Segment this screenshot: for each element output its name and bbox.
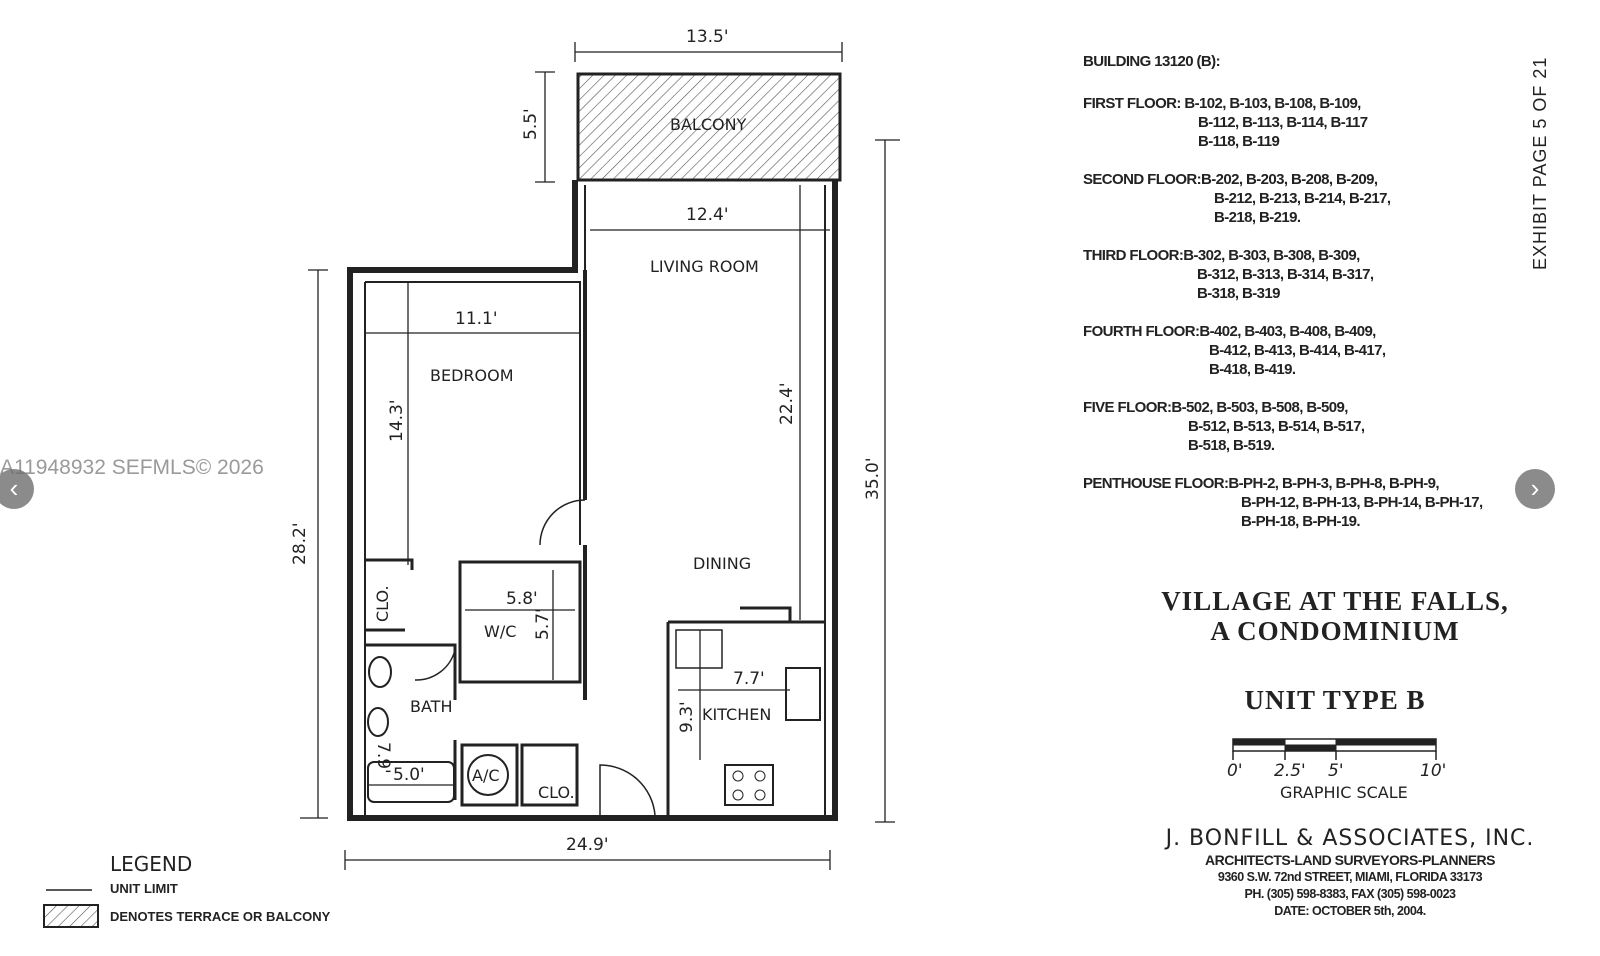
unit-outer-wall (347, 180, 838, 821)
unit-line: B-218, B-219. (1214, 209, 1301, 226)
unit-line: B-502, B-503, B-508, B-509, (1171, 399, 1348, 416)
building-heading: BUILDING 13120 (B): (1083, 53, 1221, 70)
company-name: J. BONFILL & ASSOCIATES, INC. (1165, 826, 1535, 851)
dim-wc-depth: 5.7' (533, 608, 553, 640)
room-label-closet-bedroom: CLO. (373, 585, 392, 622)
legend-unit-limit: UNIT LIMIT (110, 881, 178, 896)
company-date: DATE: OCTOBER 5th, 2004. (1274, 904, 1426, 918)
dim-living-depth: 22.4' (777, 382, 797, 425)
title-line-2: A CONDOMINIUM (1210, 616, 1460, 646)
floor-label: THIRD FLOOR: (1083, 247, 1184, 264)
room-label-ac: A/C (472, 766, 500, 785)
room-label-closet: CLO. (538, 783, 575, 802)
unit-line: B-412, B-413, B-414, B-417, (1209, 342, 1386, 359)
floor-label: SECOND FLOOR: (1083, 171, 1202, 188)
unit-line: B-518, B-519. (1188, 437, 1275, 454)
room-label-balcony: BALCONY (670, 115, 747, 134)
unit-line: B-102, B-103, B-108, B-109, (1184, 95, 1361, 112)
company-phone: PH. (305) 598-8383, FAX (305) 598-0023 (1244, 887, 1457, 901)
unit-line: B-212, B-213, B-214, B-217, (1214, 190, 1391, 207)
condominium-title: VILLAGE AT THE FALLS, A CONDOMINIUM (1150, 586, 1520, 646)
dim-living-width: 12.4' (686, 205, 729, 225)
dim-bedroom-width: 11.1' (455, 309, 498, 329)
building-unit-list: BUILDING 13120 (B): FIRST FLOOR: B-102, … (1083, 52, 1483, 550)
floor-first: FIRST FLOOR: B-102, B-103, B-108, B-109,… (1083, 94, 1483, 151)
unit-line: B-118, B-119 (1198, 133, 1280, 150)
unit-type: UNIT TYPE B (1244, 685, 1426, 715)
unit-line: B-PH-2, B-PH-3, B-PH-8, B-PH-9, (1228, 475, 1439, 492)
floor-third: THIRD FLOOR:B-302, B-303, B-308, B-309, B… (1083, 246, 1483, 303)
dim-balcony-width: 13.5' (686, 27, 729, 47)
room-label-kitchen: KITCHEN (702, 705, 771, 724)
room-label-living-room: LIVING ROOM (650, 257, 759, 276)
exhibit-page-label: EXHIBIT PAGE 5 OF 21 (1530, 56, 1550, 270)
room-label-wc: W/C (484, 622, 516, 641)
dim-kitchen-depth: 9.3' (677, 701, 697, 733)
company-block: J. BONFILL & ASSOCIATES, INC. ARCHITECTS… (1160, 826, 1540, 920)
unit-line: B-318, B-319 (1197, 285, 1280, 302)
scale-tick-2-5: 2.5' (1274, 761, 1306, 781)
floor-fifth: FIVE FLOOR:B-502, B-503, B-508, B-509, B-… (1083, 398, 1483, 455)
next-image-button[interactable]: › (1515, 469, 1555, 509)
scale-tick-5: 5' (1328, 761, 1344, 781)
room-label-bedroom: BEDROOM (430, 366, 514, 385)
title-line-1: VILLAGE AT THE FALLS, (1161, 586, 1509, 616)
dim-bedroom-depth: 14.3' (387, 399, 407, 442)
dim-wc-width: 5.8' (506, 589, 538, 609)
unit-line: B-PH-18, B-PH-19. (1241, 513, 1361, 530)
floor-label: FIVE FLOOR: (1083, 399, 1172, 416)
floor-second: SECOND FLOOR:B-202, B-203, B-208, B-209,… (1083, 170, 1483, 227)
dim-bath-width: 5.0' (393, 765, 425, 785)
unit-line: B-PH-12, B-PH-13, B-PH-14, B-PH-17, (1241, 494, 1483, 511)
dim-bath-depth: 7.9' (373, 742, 393, 774)
company-address: 9360 S.W. 72nd STREET, MIAMI, FLORIDA 33… (1217, 870, 1483, 884)
dim-total-depth-right: 35.0' (863, 457, 883, 500)
previous-image-button[interactable]: ‹ (0, 469, 34, 509)
legend-terrace: DENOTES TERRACE OR BALCONY (110, 909, 331, 924)
balcony-area (576, 72, 842, 182)
floor-label: FIRST FLOOR: (1083, 95, 1185, 112)
legend-title: LEGEND (110, 852, 193, 876)
dim-kitchen-width: 7.7' (733, 669, 765, 689)
floor-label: FOURTH FLOOR: (1083, 323, 1200, 340)
unit-line: B-112, B-113, B-114, B-117 (1198, 114, 1368, 131)
chevron-right-icon: › (1530, 473, 1540, 503)
floor-penthouse: PENTHOUSE FLOOR:B-PH-2, B-PH-3, B-PH-8, … (1083, 474, 1483, 531)
dim-total-depth-left: 28.2' (290, 522, 310, 565)
room-label-bath: BATH (410, 697, 452, 716)
scale-label: GRAPHIC SCALE (1280, 783, 1408, 802)
unit-line: B-418, B-419. (1209, 361, 1296, 378)
unit-line: B-302, B-303, B-308, B-309, (1183, 247, 1360, 264)
dim-balcony-depth: 5.5' (521, 108, 541, 140)
dim-total-width: 24.9' (566, 835, 609, 855)
unit-line: B-402, B-403, B-408, B-409, (1199, 323, 1376, 340)
company-tagline: ARCHITECTS-LAND SURVEYORS-PLANNERS (1205, 852, 1495, 868)
scale-tick-10: 10' (1420, 761, 1446, 781)
floor-label: PENTHOUSE FLOOR: (1083, 475, 1229, 492)
chevron-left-icon: ‹ (9, 473, 19, 503)
room-label-dining: DINING (693, 554, 751, 573)
mls-watermark: A11948932 SEFMLS© 2026 (0, 456, 264, 479)
unit-line: B-202, B-203, B-208, B-209, (1201, 171, 1378, 188)
scale-tick-0: 0' (1227, 761, 1243, 781)
floor-fourth: FOURTH FLOOR:B-402, B-403, B-408, B-409,… (1083, 322, 1483, 379)
unit-line: B-312, B-313, B-314, B-317, (1197, 266, 1374, 283)
unit-line: B-512, B-513, B-514, B-517, (1188, 418, 1365, 435)
